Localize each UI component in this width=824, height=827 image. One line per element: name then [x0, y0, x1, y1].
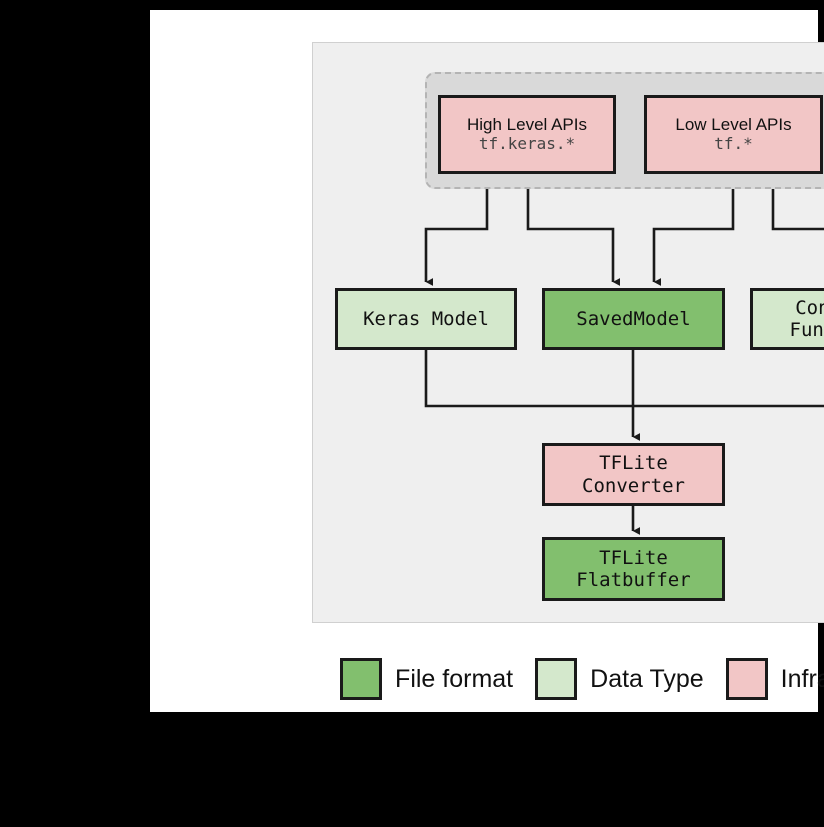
legend-swatch-infrastructure — [725, 658, 768, 700]
legend-label: Infrastructure — [780, 664, 824, 693]
node-label-line1: TFLite — [599, 546, 668, 569]
node-label-line2: Converter — [582, 474, 685, 497]
node-title: Low Level APIs — [675, 115, 792, 135]
legend-item-infrastructure: Infrastructure — [725, 658, 824, 700]
node-label-line1: Keras Model — [363, 307, 489, 330]
legend-swatch-data-type — [535, 658, 578, 700]
node-concrete-functions[interactable]: Concrete Functions — [750, 288, 824, 350]
legend-label: Data Type — [590, 664, 704, 693]
node-low-level-apis[interactable]: Low Level APIs tf.* — [644, 95, 823, 174]
legend-item-file-format: File format — [340, 658, 513, 700]
page-sheet: High Level APIs tf.keras.* Low Level API… — [150, 10, 824, 712]
node-label-line2: Flatbuffer — [576, 569, 691, 591]
node-label-line1: TFLite — [599, 452, 668, 475]
node-label-line2: Functions — [789, 319, 824, 341]
legend: File format Data Type Infrastructure — [300, 650, 824, 708]
node-tflite-flatbuffer[interactable]: TFLite Flatbuffer — [542, 537, 725, 601]
legend-label: File format — [395, 664, 514, 693]
node-subtitle: tf.keras.* — [478, 134, 576, 154]
legend-item-data-type: Data Type — [535, 658, 704, 700]
node-title: High Level APIs — [466, 115, 587, 135]
node-keras-model[interactable]: Keras Model — [335, 288, 517, 350]
node-high-level-apis[interactable]: High Level APIs tf.keras.* — [438, 95, 616, 174]
node-label-line1: SavedModel — [576, 307, 691, 330]
node-label-line1: Concrete — [795, 296, 824, 319]
legend-swatch-file-format — [340, 658, 383, 700]
node-tflite-converter[interactable]: TFLite Converter — [542, 443, 725, 506]
node-subtitle: tf.* — [714, 134, 753, 154]
node-saved-model[interactable]: SavedModel — [542, 288, 725, 350]
